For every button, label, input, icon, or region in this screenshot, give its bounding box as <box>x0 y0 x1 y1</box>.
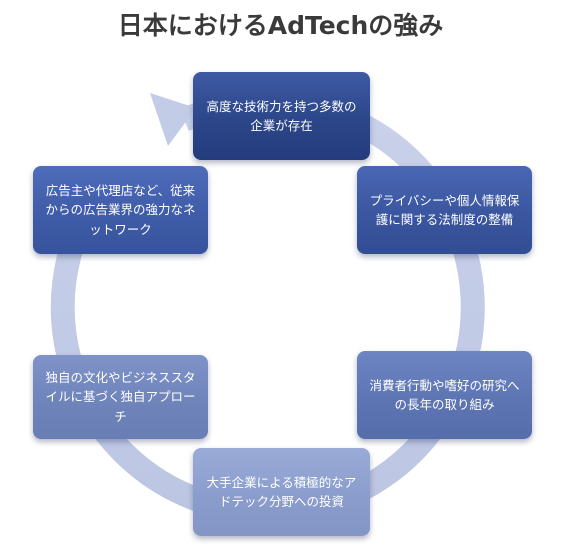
node-privacy-law: プライバシーや個人情報保護に関する法制度の整備 <box>357 166 532 254</box>
node-label: 高度な技術力を持つ多数の企業が存在 <box>206 98 357 133</box>
diagram-title: 日本におけるAdTechの強み <box>117 11 444 40</box>
node-consumer-research: 消費者行動や嗜好の研究への長年の取り組み <box>357 351 532 439</box>
node-label: 広告主や代理店など、従来からの広告業界の強力なネットワーク <box>45 182 196 237</box>
node-industry-network: 広告主や代理店など、従来からの広告業界の強力なネットワーク <box>33 166 208 254</box>
node-label: 独自の文化やビジネススタイルに基づく独自アプローチ <box>45 369 196 424</box>
node-investment: 大手企業による積極的なアドテック分野への投資 <box>193 448 370 536</box>
node-label: 大手企業による積極的なアドテック分野への投資 <box>206 474 357 509</box>
cycle-arrowhead <box>150 93 196 146</box>
node-label: プライバシーや個人情報保護に関する法制度の整備 <box>369 192 520 227</box>
node-label: 消費者行動や嗜好の研究への長年の取り組み <box>369 377 520 412</box>
node-unique-approach: 独自の文化やビジネススタイルに基づく独自アプローチ <box>33 355 208 439</box>
node-tech-companies: 高度な技術力を持つ多数の企業が存在 <box>193 72 370 160</box>
